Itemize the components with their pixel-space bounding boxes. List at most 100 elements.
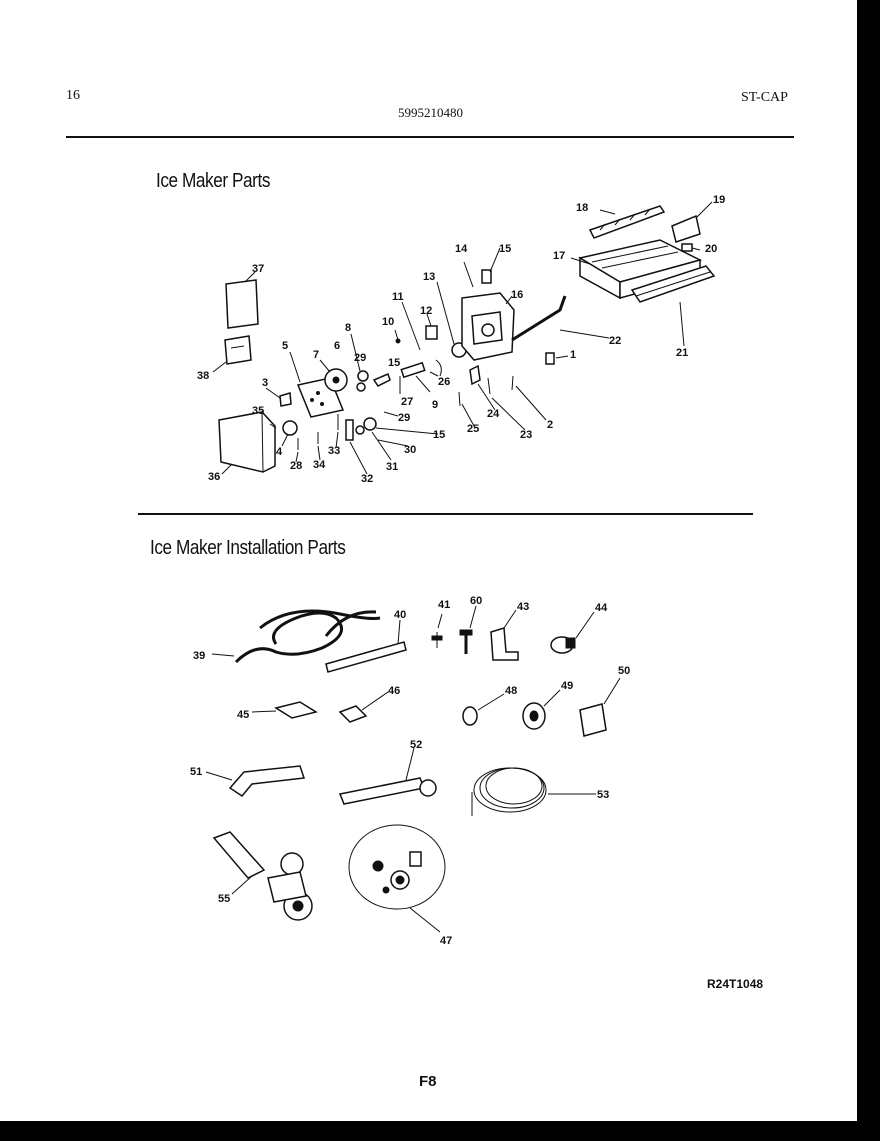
part-25 bbox=[458, 391, 461, 407]
part-35 bbox=[269, 423, 277, 429]
part-52-valve-tube bbox=[338, 747, 437, 805]
callout-32: 32 bbox=[361, 473, 373, 485]
callout-49: 49 bbox=[561, 680, 573, 692]
callout-7: 7 bbox=[313, 349, 319, 361]
callout-29a: 29 bbox=[354, 352, 366, 364]
part-24 bbox=[469, 364, 481, 386]
callout-36: 36 bbox=[208, 471, 220, 483]
part-19-stripper bbox=[671, 214, 701, 243]
callout-33: 33 bbox=[328, 445, 340, 457]
part-44-clamp bbox=[550, 611, 595, 654]
part-60-bolt bbox=[459, 605, 477, 654]
page-number: 16 bbox=[66, 88, 80, 103]
part-23 bbox=[487, 377, 491, 395]
callout-41: 41 bbox=[438, 599, 450, 611]
callout-1: 1 bbox=[570, 349, 576, 361]
part-15-lever bbox=[372, 372, 391, 387]
part-26 bbox=[435, 359, 442, 377]
callout-52: 52 bbox=[410, 739, 422, 751]
callout-50: 50 bbox=[618, 665, 630, 677]
callout-8: 8 bbox=[345, 322, 351, 334]
model-number: 5995210480 bbox=[398, 105, 463, 120]
callout-31: 31 bbox=[386, 461, 398, 473]
callout-37: 37 bbox=[252, 263, 264, 275]
callout-30: 30 bbox=[404, 444, 416, 456]
part-50-block bbox=[579, 677, 621, 737]
callout-35: 35 bbox=[252, 405, 264, 417]
part-30 bbox=[355, 425, 365, 435]
callout-13: 13 bbox=[423, 271, 435, 283]
callout-15a: 15 bbox=[388, 357, 400, 369]
callout-4: 4 bbox=[276, 446, 283, 458]
part-1-fastener bbox=[545, 352, 555, 365]
part-51-elbow bbox=[205, 765, 306, 797]
part-55-valve-assembly bbox=[212, 831, 313, 921]
callout-51: 51 bbox=[190, 766, 202, 778]
section-divider bbox=[138, 513, 753, 515]
part-20-bearing bbox=[681, 243, 693, 252]
callout-20: 20 bbox=[705, 243, 717, 255]
callout-15b: 15 bbox=[499, 243, 511, 255]
callout-15c: 15 bbox=[433, 429, 445, 441]
part-43-bracket bbox=[490, 609, 519, 661]
exploded-parts-diagram: 37 38 36 3 5 7 6 8 29 10 11 15 27 9 26 1… bbox=[190, 194, 725, 947]
callout-24: 24 bbox=[487, 408, 500, 420]
callout-14: 14 bbox=[455, 243, 468, 255]
callout-27: 27 bbox=[401, 396, 413, 408]
section-title-installation-parts: Ice Maker Installation Parts bbox=[150, 537, 346, 559]
part-45-clip bbox=[251, 701, 318, 719]
page-code: F8 bbox=[419, 1073, 437, 1090]
part-37-cover bbox=[225, 271, 259, 329]
part-32 bbox=[345, 419, 354, 441]
part-14-screw bbox=[463, 261, 474, 288]
callout-18: 18 bbox=[576, 202, 588, 214]
callout-25: 25 bbox=[467, 423, 479, 435]
callout-11: 11 bbox=[392, 291, 404, 303]
part-49-washer bbox=[522, 689, 561, 730]
part-31-washer bbox=[363, 417, 377, 431]
section-title-ice-maker-parts: Ice Maker Parts bbox=[156, 170, 270, 192]
callout-34: 34 bbox=[313, 459, 326, 471]
part-2-screw bbox=[511, 375, 514, 391]
parts-sheet: 16 5995210480 ST-CAP Ice Maker Parts Ice… bbox=[0, 0, 857, 1121]
drawing-reference: R24T1048 bbox=[707, 977, 764, 991]
part-38-label bbox=[212, 335, 252, 373]
part-9-shaft bbox=[400, 361, 426, 379]
callout-43: 43 bbox=[517, 601, 529, 613]
callout-10: 10 bbox=[382, 316, 394, 328]
part-6-8-29-gears bbox=[350, 333, 369, 392]
part-16-housing bbox=[461, 292, 515, 361]
part-15-clip bbox=[481, 269, 492, 284]
callout-39: 39 bbox=[193, 650, 205, 662]
leader-lines bbox=[265, 201, 713, 475]
part-12-switch bbox=[425, 325, 438, 340]
callout-22: 22 bbox=[609, 335, 621, 347]
part-41-screw bbox=[431, 613, 443, 648]
callout-19: 19 bbox=[713, 194, 725, 206]
callout-12: 12 bbox=[420, 305, 432, 317]
part-10-screw bbox=[394, 329, 401, 344]
callout-40: 40 bbox=[394, 609, 406, 621]
part-4-bushing bbox=[282, 420, 298, 436]
callout-2: 2 bbox=[547, 419, 553, 431]
part-53-tubing-coil bbox=[471, 767, 596, 816]
catalog-code: ST-CAP bbox=[741, 90, 788, 105]
part-36-front-cover bbox=[218, 411, 276, 475]
callout-46: 46 bbox=[388, 685, 400, 697]
part-7-motor bbox=[319, 359, 348, 392]
callout-48: 48 bbox=[505, 685, 517, 697]
part-21-shield bbox=[630, 265, 716, 303]
callout-28: 28 bbox=[290, 460, 302, 472]
callout-9: 9 bbox=[432, 399, 438, 411]
part-40-strip bbox=[325, 619, 407, 673]
callout-23: 23 bbox=[520, 429, 532, 441]
callout-45: 45 bbox=[237, 709, 249, 721]
part-22-wire bbox=[511, 295, 567, 342]
part-46-clip bbox=[338, 691, 389, 723]
callout-38: 38 bbox=[197, 370, 209, 382]
callout-5: 5 bbox=[282, 340, 288, 352]
callout-29b: 29 bbox=[398, 412, 410, 424]
part-48-nut bbox=[462, 693, 505, 726]
part-47-hardware-kit bbox=[348, 824, 446, 933]
callout-21: 21 bbox=[676, 347, 688, 359]
